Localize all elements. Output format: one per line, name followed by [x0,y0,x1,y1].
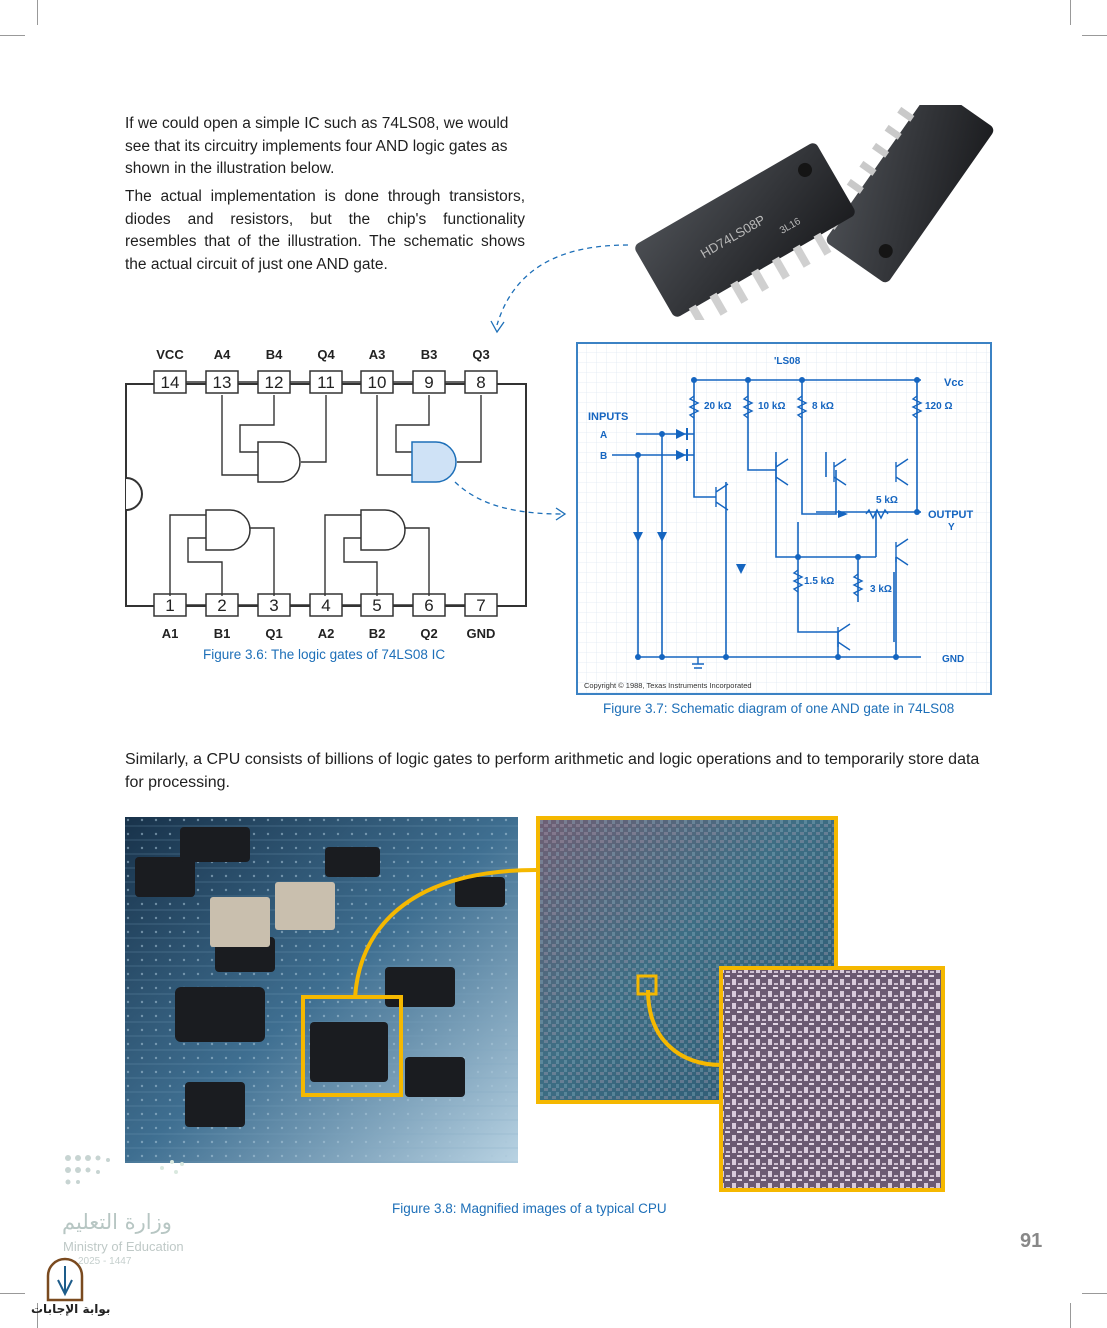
crop-mark [37,1303,38,1328]
crop-mark [1082,1293,1107,1294]
crop-mark [1070,0,1071,25]
pin-2-number: 2 [217,596,226,615]
figure-3-7-caption: Figure 3.7: Schematic diagram of one AND… [603,701,955,716]
pin-8-number: 8 [476,373,485,392]
dashed-connector-arrow [490,244,629,334]
input-a-label: A [600,430,607,441]
and-gate-3-highlighted [411,441,457,483]
circuit-board-photo [125,817,518,1163]
and-gate-2 [360,509,406,551]
schematic-title: 'LS08 [774,356,801,367]
pin-8-label: Q3 [472,347,489,362]
ic-pinout-diagram: 14 VCC 13 A4 12 B4 11 Q4 10 A3 9 B3 8 Q3 1A1 2B1 3Q1 4A2… [125,347,527,640]
page-number: 91 [1020,1230,1043,1252]
pin-5-number: 5 [372,596,381,615]
output-label: OUTPUT [928,509,974,521]
dashed-gate-arrow [454,481,567,521]
output-y-label: Y [948,522,955,533]
ministry-english-name: Ministry of Education [63,1239,184,1254]
inputs-label: INPUTS [588,411,628,423]
watermark-logo-icon [46,1257,84,1302]
intro-paragraph: If we could open a simple IC such as 74L… [125,115,509,177]
and-gate-1 [205,509,251,551]
pin-10-number: 10 [368,373,387,392]
crop-mark [1082,35,1107,36]
pin-3-number: 3 [269,596,278,615]
crop-mark [37,0,38,25]
pcb-cpu-highlight [301,995,403,1097]
vcc-label: Vcc [944,377,964,389]
pin-4-number: 4 [321,596,330,615]
zoom-connector-line [353,868,537,999]
pin-7-label: GND [467,626,496,640]
figure-3-8-caption: Figure 3.8: Magnified images of a typica… [392,1201,667,1216]
resistor-1-5k-label: 1.5 kΩ [804,576,834,587]
ministry-logo-dots [65,1155,184,1185]
pin-1-number: 1 [165,596,174,615]
resistor-10k-label: 10 kΩ [758,401,785,412]
schematic-copyright: Copyright © 1988, Texas Instruments Inco… [584,681,752,690]
ministry-arabic-name: وزارة التعليم [62,1210,172,1234]
figure-3-6-caption: Figure 3.6: The logic gates of 74LS08 IC [203,647,446,662]
pin-14-label: VCC [156,347,184,362]
crop-mark [0,35,25,36]
pin-1-label: A1 [162,626,179,640]
implementation-paragraph: The actual implementation is done throug… [125,188,525,273]
resistor-5k-label: 5 kΩ [876,495,898,506]
pin-9-number: 9 [424,373,433,392]
pin-14-number: 14 [161,373,180,392]
pin-5-label: B2 [369,626,386,640]
pin-6-label: Q2 [420,626,437,640]
schematic-diagram: 'LS08 INPUTS A B Vcc GND OUTPUT Y 20 kΩ … [576,342,992,695]
watermark-text: بوابة الإجابات [31,1302,111,1316]
pin-13-number: 13 [213,373,232,392]
pin-2-label: B1 [214,626,231,640]
cpu-die-closeup [719,966,945,1192]
resistor-20k-label: 20 kΩ [704,401,731,412]
ic-notch [125,477,143,511]
pin-11-number: 11 [317,373,335,392]
pin-7-number: 7 [476,596,485,615]
pin-10-label: A3 [369,347,386,362]
pin-4-label: A2 [318,626,335,640]
pin-12-number: 12 [265,373,284,392]
resistor-3k-label: 3 kΩ [870,584,892,595]
ic-chip-photo: HD74LS08P 3L16 [635,105,994,320]
pin-7-box [464,593,498,617]
resistor-120-label: 120 Ω [925,401,952,412]
and-gate-4 [257,441,301,483]
pin-9-label: B3 [421,347,438,362]
pin-8-box [464,370,498,394]
ministry-years: 2025 - 1447 [78,1256,132,1267]
pin-11-label: Q4 [317,347,335,362]
pin-3-label: Q1 [265,626,282,640]
pin-13-label: A4 [214,347,231,362]
crop-mark [0,1293,25,1294]
pin-6-number: 6 [424,596,433,615]
pin-12-label: B4 [266,347,283,362]
input-b-label: B [600,451,607,462]
gnd-label: GND [942,654,964,665]
die-zoom-connector [646,990,723,1067]
crop-mark [1070,1303,1071,1328]
resistor-8k-label: 8 kΩ [812,401,834,412]
cpu-paragraph: Similarly, a CPU consists of billions of… [125,751,980,791]
